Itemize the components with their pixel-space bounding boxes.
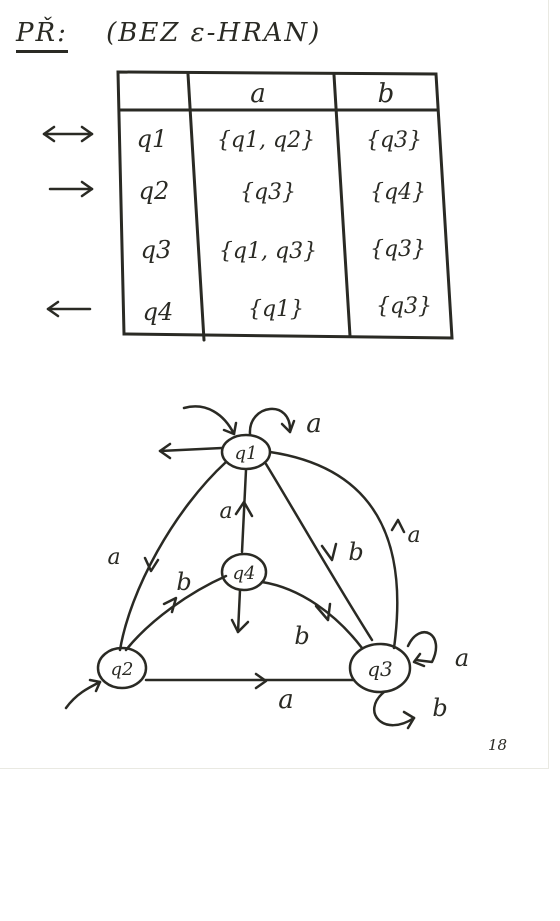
edge-label-q1-q3: b	[348, 538, 363, 566]
state-q1-circle	[220, 433, 272, 471]
state-q2-label: q2	[111, 659, 134, 680]
heading-note: (BEZ ε-HRAN)	[106, 18, 322, 48]
table-row-state: q4	[143, 298, 174, 326]
start-final-marker-q1	[42, 125, 94, 143]
q1-self-loop	[248, 407, 296, 436]
q3-self-loop-a	[406, 631, 438, 668]
q3-self-loop-b	[372, 690, 416, 730]
table-cell-a: {q3}	[240, 180, 296, 205]
state-q4-circle	[220, 552, 268, 592]
edge-q1-q3	[264, 462, 374, 642]
state-q2-circle	[96, 646, 148, 690]
page-number: 18	[488, 736, 508, 754]
automaton-diagram: q1 q4 q2 q3 a a a b a b b a a b	[64, 405, 469, 730]
final-marker-q4	[46, 300, 92, 318]
table-cell-b: {q3}	[376, 294, 432, 319]
edge-q1-q2	[118, 460, 228, 652]
notebook-page: PŘ: (BEZ ε-HRAN)	[0, 0, 549, 769]
start-marker-q2	[48, 180, 94, 198]
table-row-state: q3	[141, 236, 172, 264]
page-heading: PŘ: (BEZ ε-HRAN)	[16, 18, 321, 53]
q2-start-arrow	[64, 678, 102, 710]
table-cell-b: {q4}	[370, 180, 426, 205]
edge-q3-q1	[268, 450, 406, 650]
table-row-state: q2	[139, 177, 170, 205]
transition-table: a b q1 {q1, q2} {q3} q2 {q3} {q4} q3 {q1…	[42, 70, 454, 342]
table-header-b: b	[378, 79, 395, 109]
table-cell-b: {q3}	[370, 237, 426, 262]
state-q3-label: q3	[367, 657, 393, 681]
edge-label-q4-q3: b	[294, 622, 309, 650]
edge-label-q2-q4: b	[176, 568, 191, 596]
edge-q4-down	[230, 588, 250, 634]
edge-label-q3-loop-b: b	[432, 694, 447, 722]
edge-q4-q3	[260, 580, 364, 650]
q1-final-arrow	[158, 442, 224, 460]
edge-label-q1-loop: a	[306, 409, 322, 439]
table-row-state: q1	[137, 125, 168, 153]
edge-q2-q4	[124, 574, 228, 652]
table-cell-a: {q1}	[248, 297, 304, 322]
edge-label-q1-q4: a	[219, 499, 232, 524]
edge-label-q2-q3: a	[278, 685, 294, 715]
table-cell-a: {q1, q2}	[217, 128, 315, 153]
state-q1-label: q1	[235, 443, 258, 464]
state-q4-label: q4	[233, 563, 256, 584]
edge-label-q1-q2: a	[107, 545, 120, 570]
heading-prefix: PŘ:	[16, 18, 68, 53]
edge-q2-q3	[144, 672, 356, 690]
edge-label-q3-loop-a: a	[455, 644, 469, 672]
edge-label-q3-q1: a	[407, 523, 420, 548]
table-header-a: a	[250, 79, 266, 109]
table-cell-a: {q1, q3}	[219, 239, 317, 264]
state-q3-circle	[348, 642, 412, 694]
q1-start-arrow	[182, 405, 238, 436]
edge-q1-q4	[234, 468, 254, 554]
table-border	[116, 70, 454, 340]
table-cell-b: {q3}	[366, 128, 422, 153]
table-column-divider-2	[332, 73, 352, 338]
table-column-divider-1	[186, 72, 206, 342]
